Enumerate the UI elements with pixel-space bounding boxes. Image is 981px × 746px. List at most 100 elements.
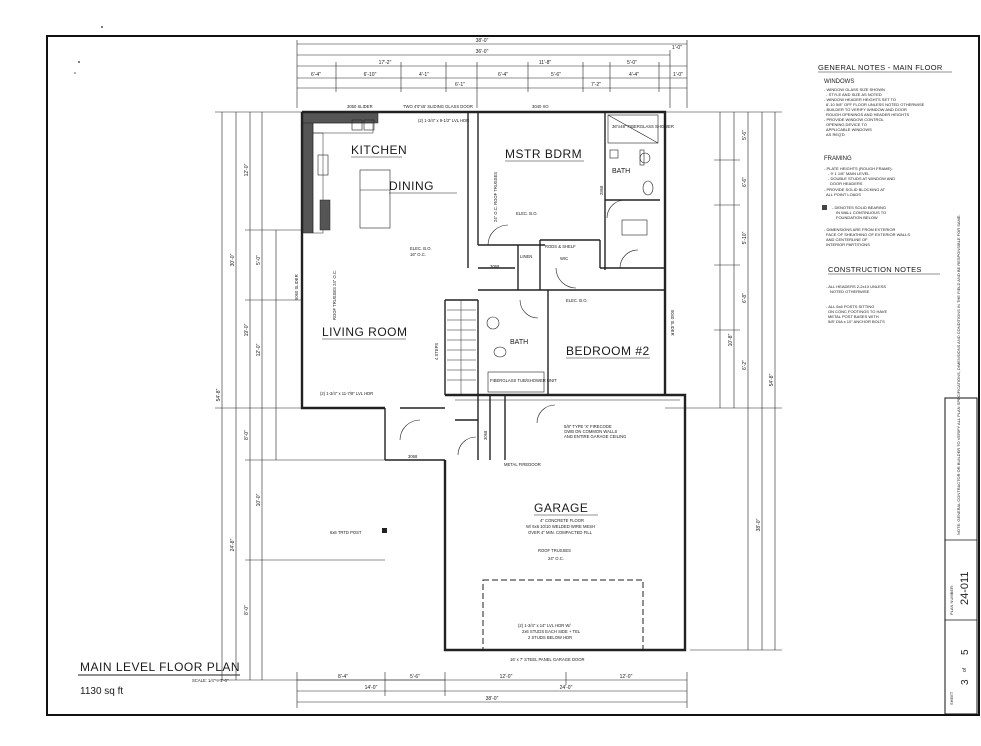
room-label-living: LIVING ROOM [322,325,408,339]
room-label-hall-bath: BATH [510,339,528,346]
window-label-bed2: 5040 SLIDER [670,310,675,336]
dim-bottom-seg: 12'-0" [620,674,633,680]
garage-header-note: 2x6 STUDS EACH SIDE + TEL [522,629,581,634]
door-label-a: 3068 [490,264,500,269]
dim-bottom-seg: 5'-6" [410,674,420,680]
dim-bottom-seg: 12'-0" [500,674,513,680]
window-label-living: 5060 SLIDER [294,274,299,300]
master-bath-fixtures [607,114,659,236]
plan-scale: SCALE: 1/4" = 1'-0" [192,678,229,683]
dim-right-part: 6'-8" [742,293,748,303]
door-label-d: 3068 [483,430,488,440]
scan-speck [74,72,76,74]
dim-bottom-seg: 8'-4" [338,674,348,680]
dim-right-part: 6'-2" [742,360,748,370]
dims-note: INTERIOR PARTITIONS [826,242,870,247]
framing-note: - DOUBLE STUDS AT WINDOW AND [828,176,895,181]
right-dimension-strings [665,111,782,651]
title-block-note: NOTE: GENERAL CONTRACTOR OR BUILDER TO V… [956,214,961,535]
garage-header-note: (2) 1-3/4" x 14" LVL HDR W/ [518,623,571,628]
kitchen-island [359,169,391,229]
dim-top-row2: 7'-2" [591,82,601,88]
plan-title: MAIN LEVEL FLOOR PLAN [80,660,240,674]
construction-note: 5/8" DIA x 10" ANCHOR BOLTS [828,319,885,324]
tub-label: FIBERGLASS TUB/SHOWER UNIT [490,378,557,383]
dim-left-upper: 30'-0" [230,253,236,266]
dim-top-total: 38'-0" [476,38,489,44]
dim-bottom-sub: 14'-0" [365,685,378,691]
elec-note-c: ELEC. B.O. [566,298,588,303]
garage-slab-note: W/ 6x6 10/10 WELDED WIRE MESH [526,524,595,529]
dim-right-part: 38'-0" [756,518,762,531]
dim-left-part: 12'-0" [244,163,250,176]
framing-note: - PROVIDE SOLID BLOCKING AT [824,187,886,192]
dim-right-part: 5'-10" [742,231,748,244]
metal-firedoor-note: METAL FIREDOOR [504,462,541,467]
dim-bottom-total: 38'-0" [486,696,499,702]
bearing-note: - DENOTES SOLID BEARING [832,205,886,210]
construction-note: - ALL HEADERS 2-2x10 UNLESS [826,284,886,289]
windows-note: 6'-10 5/8" OFF FLOOR UNLESS NOTED OTHERW… [826,102,925,107]
shower-label: 36"x48" FIBERGLASS SHOWER [612,124,674,129]
dim-left-part: 5'-0" [256,255,262,265]
dim-top-seg: 4'-4" [629,72,639,78]
construction-heading: CONSTRUCTION NOTES [828,265,922,274]
sheet-total: 5 [960,649,971,655]
framing-heading: FRAMING [824,156,852,162]
dim-right-total: 54'-8" [769,373,775,386]
windows-note: ROUGH OPENINGS AND HEADER HEIGHTS [826,112,909,117]
door-label-c: 2868 [599,185,604,195]
dims-note: - DIMENSIONS ARE FROM EXTERIOR [824,227,895,232]
shelf-label: RODS & SHELF [545,244,576,249]
dim-bottom-sub: 24'-0" [560,685,573,691]
plan-number: 24-011 [959,572,971,605]
sheet-number: 3 [960,679,971,685]
general-notes-heading: GENERAL NOTES - MAIN FLOOR [818,63,943,72]
dim-right-part: 6'-6" [742,177,748,187]
room-label-garage: GARAGE [534,501,588,515]
treated-post-marker [382,528,387,533]
garage-door-outline [482,579,644,651]
room-label-kitchen: KITCHEN [351,143,407,157]
construction-note: METAL POST BASES WITH [828,314,879,319]
room-label-dining: DINING [389,179,434,193]
scan-speck [101,26,103,28]
hall-bath-fixtures [486,316,545,393]
room-label-master-bath: BATH [612,168,630,175]
window-label-dining: TWO 4'0"x5' SLIDING GLASS DOOR [403,104,473,109]
windows-note: - PROVIDE WINDOW CONTROL [824,117,885,122]
windows-note: - WINDOW HEADER HEIGHTS SET TO [824,97,896,102]
linen-label: LINEN [520,254,532,259]
dim-top-row2: 11'-8" [539,60,552,66]
windows-note: AS REQ'D [826,132,845,137]
garage-slab-note: OVER 4" MIN. COMPACTED FILL [528,530,593,535]
dim-top-seg: 6'-4" [311,72,321,78]
bottom-dimension-strings [296,672,688,708]
interior-walls [384,112,665,461]
dim-left-part: 19'-0" [244,323,250,336]
dim-left-total: 54'-8" [216,388,222,401]
dim-left-part: 8'-0" [244,430,250,440]
top-dimension-strings [296,40,688,108]
door-label-b: 3068 [408,454,418,459]
construction-note: NOTED OTHERWISE [830,289,870,294]
garage-slab-note: 4" CONCRETE FLOOR [540,518,584,523]
bearing-note: IN WALL CONTINUOUS TO [836,210,886,215]
window-label-kitchen: 3050 SLIDER [347,104,373,109]
framing-note: - PLATE HEIGHTS (ROUGH FRAME): [824,166,893,171]
framing-note: ALL POINT LOADS [826,192,861,197]
elec-note-b: ELEC. B.O. [516,211,538,216]
dim-top-row2: 6'-1" [455,82,465,88]
plan-number-label: PLAN NUMBER: [949,585,954,615]
windows-note: APPLICABLE WINDOWS [826,127,872,132]
dim-top-row2: 17'-2" [379,60,392,66]
sheet-label: SHEET [949,691,954,705]
dim-top-seg: 6'-4" [498,72,508,78]
kitchen-sink [351,119,375,131]
windows-note: OPENING DEVICE TO [826,122,867,127]
bearing-note: FOUNDATION BELOW [836,215,878,220]
garage-header-note: 2 STUDS BELOW HDR [528,635,572,640]
elec-note-oc: 16" O.C. [410,252,426,257]
dim-top-seg: 1'-0" [673,72,683,78]
